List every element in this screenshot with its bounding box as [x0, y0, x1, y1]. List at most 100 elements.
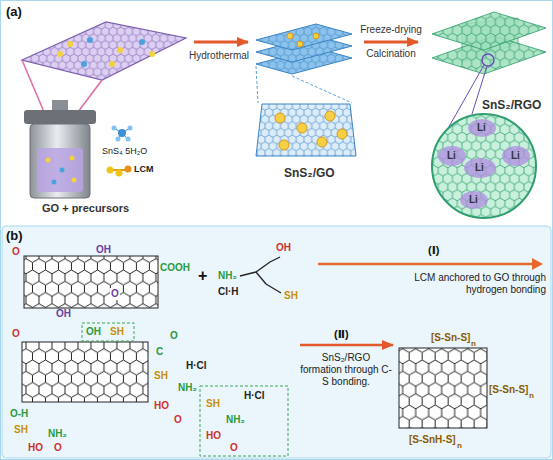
structure-text: [S-Sn-S] [489, 384, 528, 396]
process-arrow [194, 41, 248, 44]
step-number: (Ⅰ) [428, 244, 439, 257]
rgo-zoom-circle-part-part [464, 158, 496, 178]
structure-text: OH [276, 242, 291, 254]
autoclave-part [72, 178, 77, 183]
structure-text: NH₂ [226, 414, 245, 426]
sns2-go-zoom [256, 104, 356, 156]
intermediate-structure [22, 323, 288, 456]
lcm-molecule [107, 166, 132, 177]
structure-text: HO [154, 400, 169, 412]
arrow-label: Hydrothermal [186, 50, 252, 62]
structure-text: O [170, 330, 178, 342]
funnel-lines [22, 60, 102, 112]
precursor-label: LCM [134, 164, 154, 175]
structure-text: n [457, 441, 462, 451]
rgo-network [432, 12, 546, 146]
rgo-zoom-circle-part-part [468, 119, 496, 137]
lcm-bonds-part [266, 284, 281, 293]
rgo-zoom-circle-part [430, 112, 540, 222]
intermediate-structure: OOHSHCOH·ClSHNH₂HOOO-HSHNH₂HOOSHH·ClNH₂H… [8, 324, 298, 456]
reaction-arrow-one [318, 258, 543, 270]
structure-text: NH₂ [218, 270, 237, 282]
sns2-go-zoom-part [325, 111, 335, 121]
go-sheet-part [22, 22, 186, 80]
intermediate-structure-part [82, 323, 134, 341]
structure-text: H·Cl [244, 390, 265, 402]
process-label: Calcination [356, 48, 426, 60]
sns4-molecule-part [112, 126, 117, 131]
autoclave-part [52, 100, 68, 110]
rgo-zoom-circle-part-part [460, 191, 488, 209]
structure-text: SnS₂/RGO [482, 98, 541, 112]
sns4-molecule-part [116, 137, 121, 142]
structure-text: OH [96, 244, 111, 256]
structure-text: O [12, 328, 20, 340]
structure-text: COOH [160, 262, 190, 274]
go-sheet-part [67, 41, 73, 47]
panel-label: (a) [6, 4, 22, 20]
structure-text: NH₂ [48, 428, 67, 440]
sns2-go-stack-part [256, 66, 258, 103]
autoclave-part [37, 148, 83, 192]
structure-text: O [174, 414, 182, 426]
sns2-go-stack-part [256, 24, 352, 50]
sns2-go-stack-part [297, 41, 303, 47]
autoclave-part [52, 180, 57, 185]
sns2-go-zoom-part [317, 137, 327, 147]
step-description: LCM anchored to GO through hydrogen bond… [392, 272, 546, 296]
go-chem-structure-part [24, 256, 158, 308]
structure-text: Cl·H [218, 286, 239, 298]
autoclave-part [70, 156, 75, 161]
structure-text: H·Cl [186, 360, 207, 372]
go-sheet-part [117, 47, 123, 53]
plus-sign: + [198, 266, 207, 285]
structure-text: n [529, 391, 534, 401]
go-sheet-part [22, 22, 186, 80]
autoclave-part [24, 110, 96, 124]
funnel-lines-part [78, 80, 102, 112]
lcm-structure: OH NH₂ Cl·H SH [218, 240, 310, 318]
structure-text: SnS₂/GO [284, 166, 335, 180]
structure-text: [S-Sn-S] [431, 332, 470, 344]
rgo-zoom-circle-part-part [430, 112, 540, 222]
structure-text: SH [206, 398, 220, 410]
go-chem-structure [24, 256, 158, 308]
structure-text: GO + precursors [42, 202, 129, 215]
step-number: (Ⅱ) [334, 328, 349, 341]
rgo-network-part [432, 12, 546, 50]
stage-illustration: SnS₂/RGO [420, 8, 550, 222]
sns2-go-zoom-part [337, 129, 347, 139]
structure-text: O [110, 288, 120, 300]
lcm-molecule-part [107, 167, 114, 174]
ion-label: Li [475, 162, 484, 174]
go-sheet-part [139, 39, 145, 45]
funnel-lines-part [22, 60, 44, 112]
arrow-label: SnS₂/RGO formation through C-S bonding. [300, 352, 392, 388]
go-structure: OOHCOOHOHO [10, 244, 195, 322]
structure-text: SH [110, 326, 124, 338]
process-arrow [300, 344, 393, 347]
product-structure-part [399, 348, 487, 428]
lcm-bonds-part [270, 257, 280, 262]
sns2-go-stack-part [256, 24, 352, 50]
lcm-molecule-part [125, 166, 132, 173]
go-chem-structure-part [24, 256, 158, 308]
structure-text: SH [284, 290, 298, 302]
lcm-bonds [240, 257, 281, 293]
structure-text: HO [206, 430, 221, 442]
sns2-go-zoom-part [279, 140, 289, 150]
structure-text: n [471, 339, 476, 349]
product-structure: [S-Sn-S]n[S-Sn-S]n[S-SnH-S]n [395, 330, 548, 455]
sns2-go-zoom-part [256, 104, 356, 156]
autoclave-part [60, 168, 65, 173]
go-sheet-part [149, 51, 155, 57]
intermediate-structure-part [200, 386, 288, 456]
structure-text: OH [56, 308, 71, 320]
sns2-go-stack [256, 24, 352, 103]
autoclave-part [46, 158, 51, 163]
precursor-label: SnS₄ 5H₂O [102, 146, 147, 157]
